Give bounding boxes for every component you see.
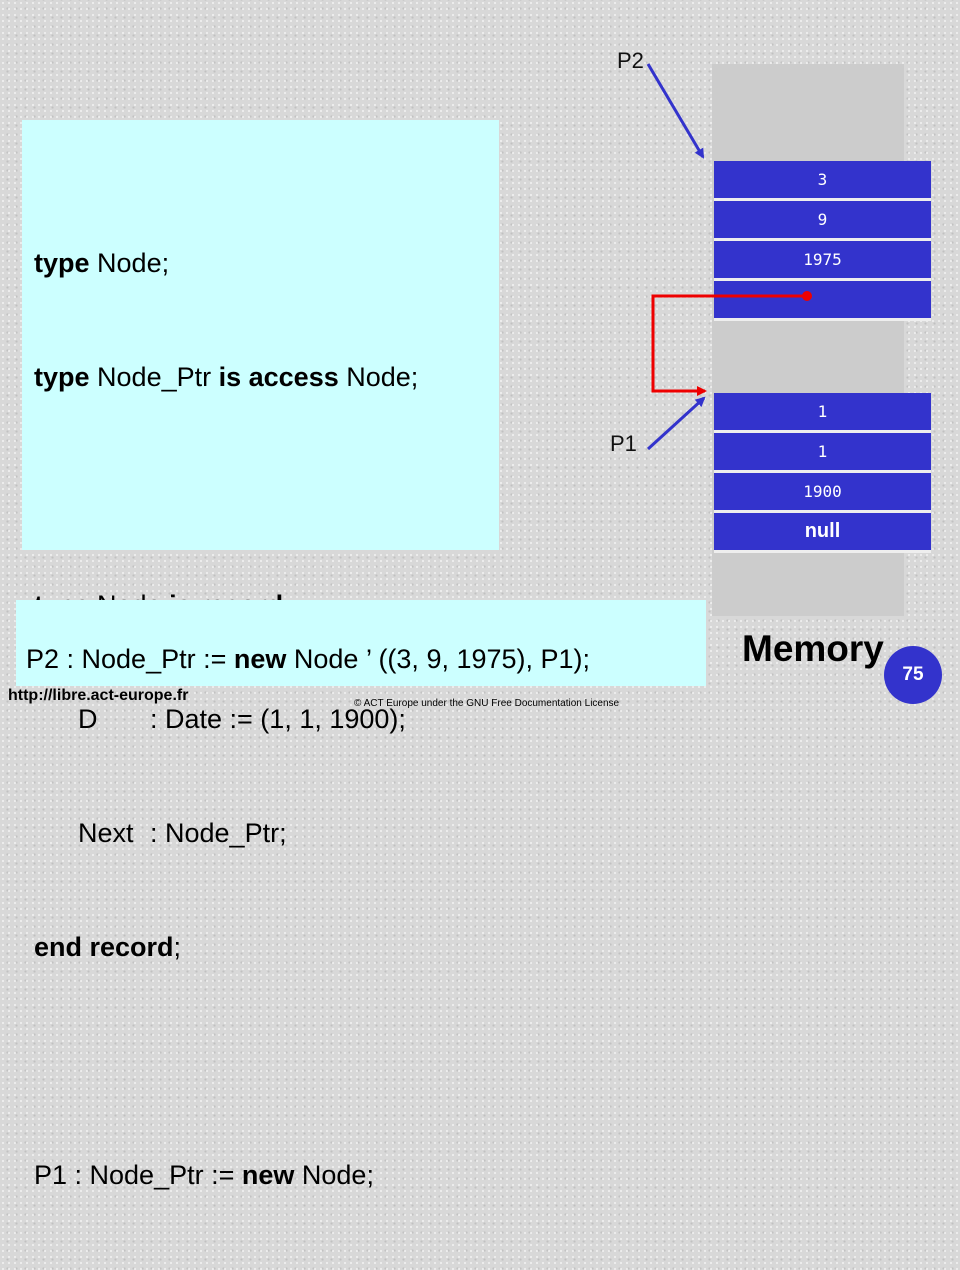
- next-pointer-arrow: [651, 294, 806, 396]
- memory-cell: 1975: [714, 241, 931, 281]
- statement-line: P2 : Node_Ptr := new Node ’ ((3, 9, 1975…: [26, 644, 590, 675]
- keyword: is access: [218, 362, 339, 392]
- pointer-label-p1: P1: [610, 431, 637, 456]
- keyword: new: [233, 644, 287, 674]
- code-text: Node_Ptr: [89, 362, 219, 392]
- footer-url[interactable]: http://libre.act-europe.fr: [8, 687, 189, 704]
- p1-arrow: [646, 396, 706, 451]
- keyword: end record: [34, 932, 174, 962]
- memory-cell: 1: [714, 393, 931, 433]
- keyword: type: [34, 362, 90, 392]
- memory-cell: 1900: [714, 473, 931, 513]
- footer-copyright: © ACT Europe under the GNU Free Document…: [354, 698, 620, 709]
- next-pointer-dot: [802, 291, 812, 301]
- p2-arrow: [646, 63, 705, 159]
- code-text: Node;: [89, 248, 170, 278]
- memory-cell: 3: [714, 161, 931, 201]
- memory-cell-null: null: [714, 513, 931, 553]
- code-text: Node;: [294, 1160, 374, 1190]
- memory-cell: 1: [714, 433, 931, 473]
- code-line-5: Next : Node_Ptr;: [34, 814, 418, 852]
- page-number-badge: 75: [884, 646, 942, 704]
- code-line-2: type Node_Ptr is access Node;: [34, 358, 418, 396]
- keyword: type: [34, 248, 90, 278]
- code-line-6: end record;: [34, 928, 418, 966]
- code-text: : Node_Ptr;: [150, 818, 287, 848]
- code-text: P2 : Node_Ptr :=: [26, 644, 234, 674]
- arrows-layer: [646, 63, 812, 451]
- code-text: Node ’ ((3, 9, 1975), P1);: [286, 644, 591, 674]
- code-text: P1 : Node_Ptr :=: [34, 1160, 242, 1190]
- code-line-blank: [34, 1042, 418, 1080]
- field-name: Next: [78, 818, 134, 848]
- pointer-label-p2: P2: [617, 48, 644, 73]
- memory-cell-pointer: [714, 281, 931, 321]
- code-panel: type Node; type Node_Ptr is access Node;…: [22, 120, 499, 1190]
- memory-title: Memory: [742, 628, 884, 669]
- code-line-7: P1 : Node_Ptr := new Node;: [34, 1156, 418, 1194]
- code-text: Node;: [338, 362, 419, 392]
- memory-cell: 9: [714, 201, 931, 241]
- keyword: new: [241, 1160, 295, 1190]
- code-text: ;: [173, 932, 182, 962]
- statement-panel: P2 : Node_Ptr := new Node ’ ((3, 9, 1975…: [16, 600, 706, 686]
- code-line-1: type Node;: [34, 244, 418, 282]
